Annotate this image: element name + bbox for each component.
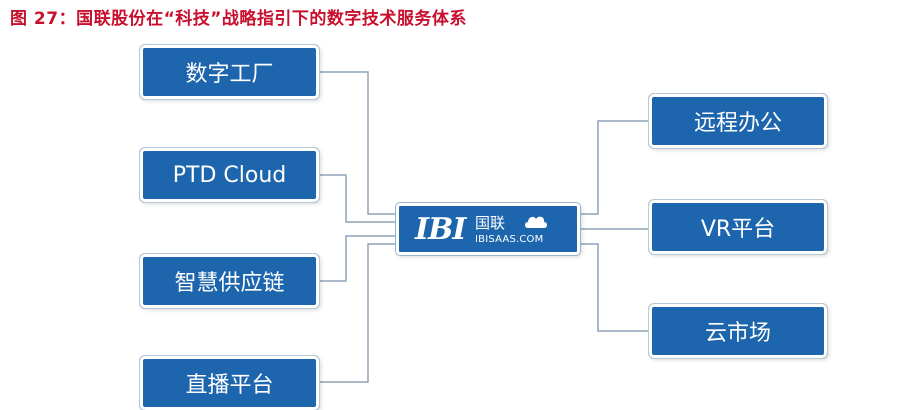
node-label: 远程办公 [693,111,782,136]
node-label: 数字工厂 [185,62,274,87]
figure-caption: 图 27：国联股份在“科技”战略指引下的数字技术服务体系 [10,9,467,29]
connector-cloud-market [580,243,649,332]
node-cloud-market: 云市场 [648,303,828,359]
node-label: PTD Cloud [172,162,287,188]
node-ptd-cloud: PTD Cloud [139,147,320,203]
connector-digital-factory [319,71,396,215]
ibi-logo-mark: IBI [415,212,466,247]
connector-ptd-cloud [319,174,396,223]
node-remote-office: 远程办公 [648,93,828,149]
ibi-logo-domain: IBISAAS.COM [475,234,544,245]
node-digital-factory: 数字工厂 [139,44,320,100]
node-smart-supply-chain: 智慧供应链 [139,253,320,309]
node-vr-platform: VR平台 [648,199,828,255]
node-label: VR平台 [700,217,776,242]
node-label: 直播平台 [185,373,274,398]
ibi-logo-name: 国联 [475,214,506,232]
node-live-platform: 直播平台 [139,355,320,410]
node-label: 智慧供应链 [174,271,285,296]
node-label: 云市场 [704,321,771,346]
cloud-icon [525,216,547,228]
connector-remote-office [580,120,649,215]
connector-live-platform [319,243,396,383]
connector-smart-supply-chain [319,235,396,282]
center-node-ibi-logo: IBI 国联 IBISAAS.COM [396,203,580,255]
